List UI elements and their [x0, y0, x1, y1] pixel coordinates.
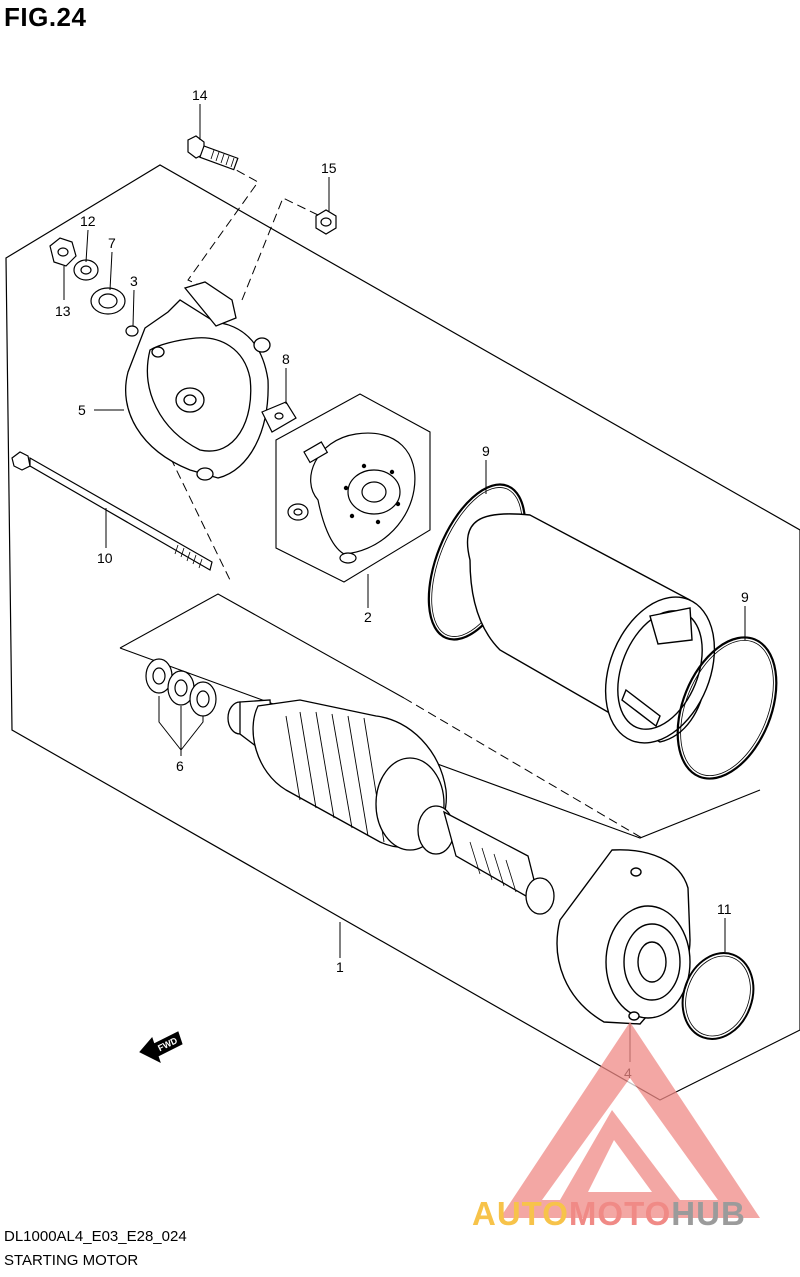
- armature-group-line: [119, 593, 405, 699]
- callout-13: 13: [55, 303, 71, 319]
- shims-6: [145, 658, 217, 717]
- watermark-text: AUTOMOTOHUB: [472, 1195, 746, 1232]
- callout-5: 5: [78, 402, 86, 418]
- brush-holder-2: [287, 432, 416, 564]
- callout-leaders: [63, 104, 746, 1062]
- callout-12: 12: [80, 213, 96, 229]
- triangle-logo-icon: [500, 1022, 760, 1218]
- callout-3: 3: [130, 273, 138, 289]
- through-bolt-10: [11, 451, 213, 571]
- watermark-moto: MOTO: [569, 1195, 671, 1232]
- nut-15: [315, 209, 337, 235]
- figure-title: FIG.24: [4, 2, 87, 32]
- watermark-hub: HUB: [671, 1195, 746, 1232]
- callout-10: 10: [97, 550, 113, 566]
- diagram-name: STARTING MOTOR: [4, 1252, 139, 1269]
- callout-6: 6: [176, 758, 184, 774]
- model-code: DL1000AL4_E03_E28_024: [4, 1228, 187, 1245]
- bolt-14: [187, 135, 239, 171]
- end-housing-5: [124, 281, 271, 481]
- watermark-auto: AUTO: [472, 1195, 569, 1232]
- armature: [227, 699, 555, 915]
- callout-2: 2: [364, 609, 372, 625]
- o-ring-11: [681, 952, 755, 1040]
- callout-1: 1: [336, 959, 344, 975]
- callout-7: 7: [108, 235, 116, 251]
- callout-14: 14: [192, 87, 208, 103]
- plate-8: [261, 401, 297, 433]
- terminal-hardware: [49, 237, 139, 337]
- o-ring-3: [125, 325, 139, 337]
- assembly-boundary: [5, 164, 800, 1101]
- brush-holder-boundary: [275, 393, 431, 583]
- callout-15: 15: [321, 160, 337, 176]
- fwd-arrow-icon: FWD: [139, 1031, 183, 1063]
- callout-11: 11: [717, 901, 732, 917]
- callout-9-right: 9: [741, 589, 749, 605]
- front-housing-4: [556, 849, 691, 1025]
- callout-8: 8: [282, 351, 290, 367]
- yoke-case: [466, 513, 716, 744]
- o-ring-9-right: [676, 636, 778, 780]
- callout-9-left: 9: [482, 443, 490, 459]
